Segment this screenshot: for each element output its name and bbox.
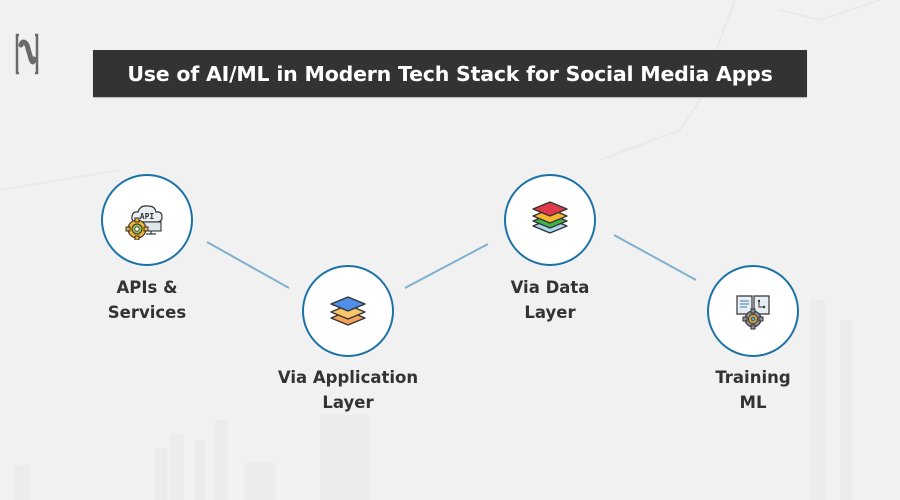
node-circle	[707, 265, 799, 357]
title-banner: Use of AI/ML in Modern Tech Stack for So…	[93, 50, 807, 97]
label-line-1: APIs &	[116, 278, 178, 297]
node-circle	[302, 265, 394, 357]
svg-text:API: API	[140, 212, 155, 221]
node-label-application-layer: Via Application Layer	[258, 365, 438, 415]
label-line-1: Via Data	[510, 278, 590, 297]
connector-3	[613, 234, 697, 281]
node-circle	[504, 174, 596, 266]
node-label-training-ml: Training ML	[663, 365, 843, 415]
label-line-2: Services	[107, 303, 187, 322]
connector-1	[206, 241, 290, 289]
book-gear-icon	[736, 295, 770, 330]
label-line-2: ML	[739, 393, 767, 412]
node-application-layer	[302, 265, 394, 357]
layers-stack-icon	[330, 296, 366, 326]
connector-2	[404, 243, 489, 289]
node-label-data-layer: Via Data Layer	[460, 275, 640, 325]
label-line-1: Training	[715, 368, 791, 387]
label-line-2: Layer	[524, 303, 576, 322]
node-data-layer	[504, 174, 596, 266]
page-title: Use of AI/ML in Modern Tech Stack for So…	[127, 61, 773, 86]
api-cloud-gear-icon: API	[125, 205, 163, 240]
label-line-1: Via Application	[277, 368, 419, 387]
node-label-apis-services: APIs & Services	[57, 275, 237, 325]
brand-logo-icon	[15, 33, 39, 75]
node-apis-services: API	[101, 174, 193, 266]
label-line-2: Layer	[322, 393, 374, 412]
node-training-ml	[707, 265, 799, 357]
colored-layers-stack-icon	[532, 201, 568, 234]
node-circle: API	[101, 174, 193, 266]
